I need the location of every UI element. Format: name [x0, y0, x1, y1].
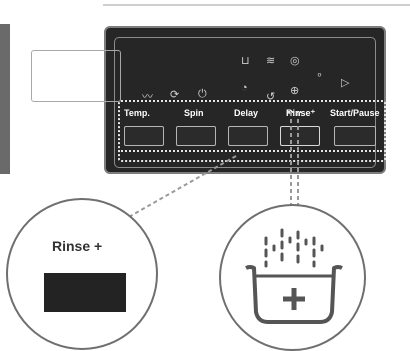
- spin-label: Spin: [184, 108, 204, 118]
- rinse-plus-callout-label: Rinse +: [52, 238, 103, 254]
- dot-icon: ∘: [316, 69, 323, 81]
- spin-icon: ⟳: [170, 89, 180, 101]
- top-divider: [103, 4, 410, 6]
- start-pause-label: Start/Pause: [330, 108, 380, 118]
- delay-label: Delay: [234, 108, 259, 118]
- display-window: [31, 50, 121, 102]
- delay-button[interactable]: [228, 126, 268, 146]
- left-edge-bar: [0, 24, 10, 174]
- timer-icon: ◔: [241, 82, 248, 94]
- button-area-bottom-dots: [118, 150, 382, 152]
- left-connector-line: [119, 155, 237, 223]
- temp-button[interactable]: [124, 126, 164, 146]
- spiral-icon: ◎: [290, 55, 300, 67]
- panel-inner-border: [114, 37, 376, 168]
- temp-label: Temp.: [124, 108, 150, 118]
- cycle-icon: ↺: [266, 91, 276, 103]
- start-pause-button[interactable]: [334, 126, 376, 146]
- water-temp-icon: 〰: [142, 91, 153, 103]
- play-pause-icon: ▷: [341, 77, 350, 89]
- power-icon: ⏻: [198, 88, 207, 100]
- spin-button[interactable]: [176, 126, 216, 146]
- button-highlight-outline: [118, 100, 386, 162]
- rinse-icon: ≋: [266, 55, 276, 67]
- rinse-plus-callout-button: [44, 273, 126, 312]
- rinse-plus-icon: ⊕: [290, 85, 300, 97]
- wash-icon: ⊔: [241, 55, 250, 67]
